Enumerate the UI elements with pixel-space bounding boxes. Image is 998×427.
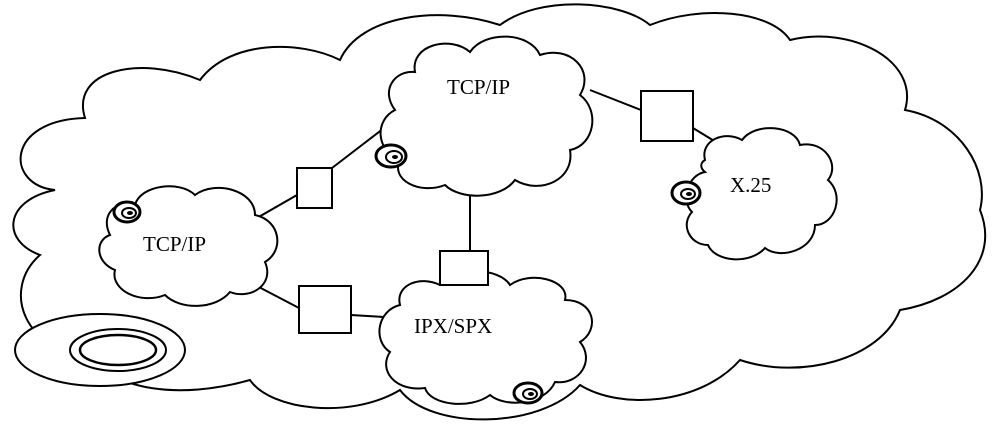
link-top-gw1 (331, 124, 389, 169)
gateway-box-1 (296, 167, 333, 209)
gateway-box-4 (640, 90, 694, 142)
link-top-gw4 (589, 89, 642, 111)
disk-icon (14, 313, 186, 387)
label-x25: X.25 (730, 173, 771, 197)
node-icon (670, 180, 702, 206)
label-tcpip-top: TCP/IP (447, 75, 510, 99)
outer-cloud (12, 3, 987, 421)
node-icon (512, 381, 544, 405)
node-icon (112, 200, 142, 224)
gateway-box-3 (439, 250, 489, 286)
cloud-tcpip-left (98, 185, 279, 307)
gateway-box-2 (298, 285, 352, 334)
node-icon (374, 143, 408, 169)
cloud-tcpip-top (379, 35, 594, 197)
link-left-gw2 (254, 284, 300, 309)
label-ipxspx: IPX/SPX (414, 314, 492, 338)
label-tcpip-left: TCP/IP (143, 232, 206, 256)
